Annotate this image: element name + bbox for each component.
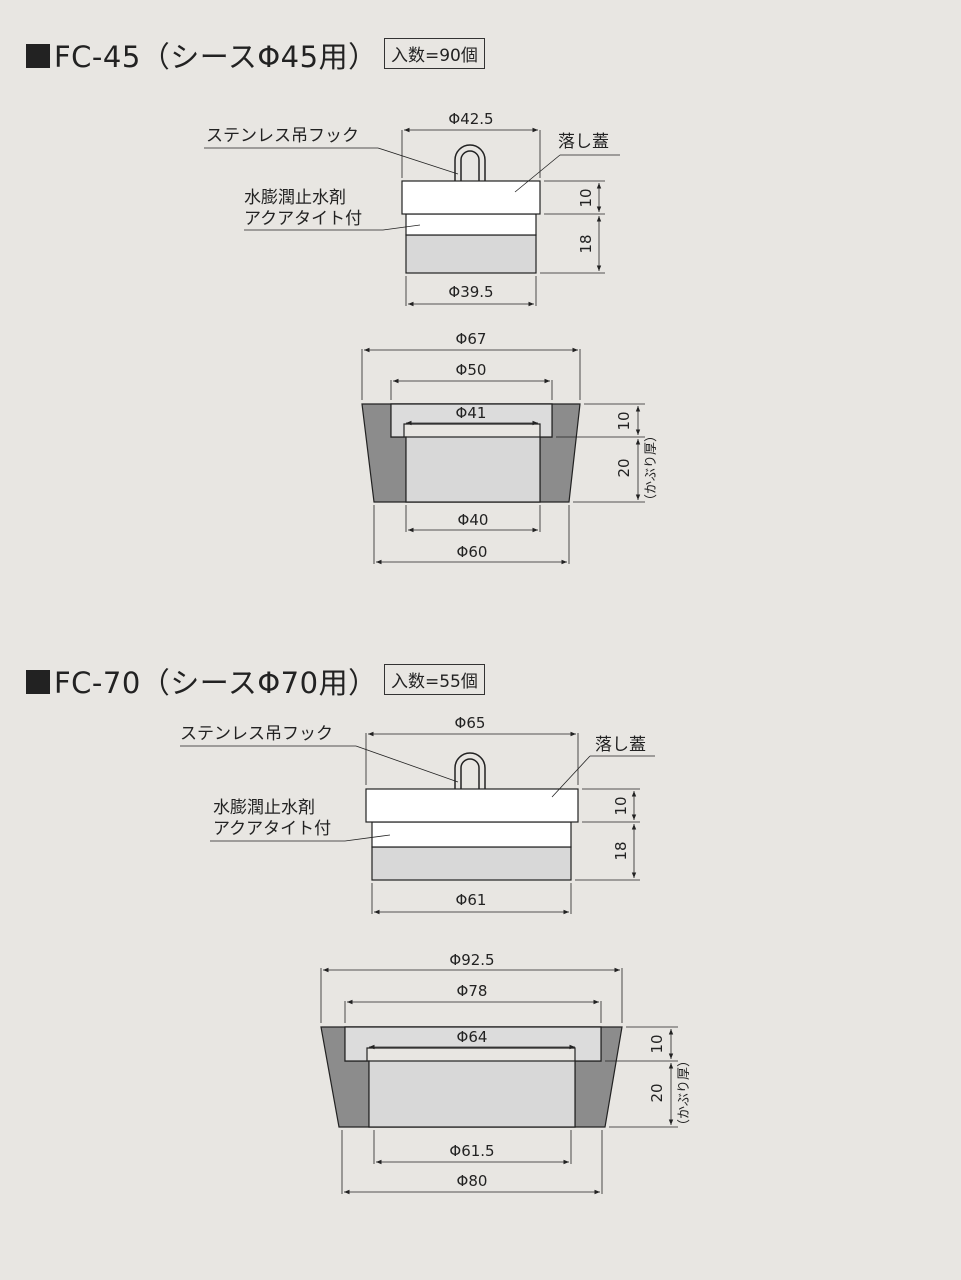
fc45-dim-h1: 10: [615, 411, 633, 430]
fc45-water-label-2: アクアタイト付: [244, 209, 362, 229]
square-bullet-icon: [26, 44, 50, 68]
fc70-dim-phi-bottom-outer: Φ80: [457, 1172, 488, 1190]
fc70-dim-phi-inner: Φ64: [457, 1028, 488, 1046]
fc45-dim-phi-bottom-inner: Φ40: [458, 511, 489, 529]
fc70-body: [368, 1060, 576, 1128]
section-title-fc45: FC-45（シースΦ45用）: [26, 34, 378, 76]
fc70-dim-h2: 18: [612, 841, 630, 860]
fc45-lid-label: 落し蓋: [558, 132, 609, 152]
fc70-lid: [365, 788, 579, 823]
fc45-dim-phi-inner: Φ41: [456, 404, 487, 422]
fc70-dim-h1: 10: [612, 796, 630, 815]
fc45-lid: [401, 180, 541, 215]
count-badge-fc70: 入数=55個: [384, 664, 485, 695]
fc70-cross-drawing: [320, 967, 678, 1195]
fc45-cross-drawing: [361, 347, 645, 565]
fc45-dim-phi-outer-top: Φ67: [456, 330, 487, 348]
fc70-lid-label: 落し蓋: [595, 735, 646, 755]
hook-icon: [454, 144, 486, 181]
fc70-top-drawing: [180, 731, 655, 915]
fc70-dim-phi-bottom: Φ61: [456, 891, 487, 909]
fc45-dim-h1: 10: [577, 188, 595, 207]
fc70-top-labels: Φ65 Φ61 10 18 ステンレス吊フック 落し蓋 水膨潤止水剤 アクアタイ…: [180, 714, 646, 909]
fc45-water-band: [405, 213, 537, 236]
fc45-body: [405, 436, 541, 503]
fc70-cover-label: （かぶり厚）: [677, 1054, 692, 1132]
fc70-dim-h1: 10: [648, 1034, 666, 1053]
fc70-dim-phi-bottom-inner: Φ61.5: [449, 1142, 494, 1160]
fc45-cover-label: （かぶり厚）: [644, 429, 659, 507]
fc70-water-label-1: 水膨潤止水剤: [213, 798, 315, 818]
fc70-body-gray: [371, 846, 572, 881]
square-bullet-icon: [26, 670, 50, 694]
fc45-top-labels: Φ42.5 Φ39.5 10 18 ステンレス吊フック 落し蓋 水膨潤止水剤 ア…: [206, 110, 609, 301]
fc70-dim-phi-mid: Φ78: [457, 982, 488, 1000]
fc45-hook-label: ステンレス吊フック: [206, 126, 359, 146]
fc70-water-label-2: アクアタイト付: [213, 819, 331, 839]
fc45-body-gray: [405, 234, 537, 274]
fc45-cross-labels: Φ67 Φ50 Φ41 Φ40 Φ60 10 20 （かぶり厚）: [456, 330, 659, 561]
count-badge-fc45: 入数=90個: [384, 38, 485, 69]
fc45-dim-phi-bottom-outer: Φ60: [457, 543, 488, 561]
fc45-dim-phi-bottom: Φ39.5: [448, 283, 493, 301]
hook-icon: [454, 752, 486, 789]
fc70-water-band: [371, 821, 572, 848]
fc45-water-label-1: 水膨潤止水剤: [244, 188, 346, 208]
fc70-dim-phi-outer-top: Φ92.5: [449, 951, 494, 969]
fc70-cross-labels: Φ92.5 Φ78 Φ64 Φ61.5 Φ80 10 20 （かぶり厚）: [449, 951, 692, 1190]
fc70-dim-phi-top: Φ65: [455, 714, 486, 732]
fc70-dim-h2: 20: [648, 1083, 666, 1102]
fc45-dim-h2: 20: [615, 458, 633, 477]
fc45-dim-phi-top: Φ42.5: [448, 110, 493, 128]
section-title-fc70: FC-70（シースΦ70用）: [26, 660, 378, 702]
fc45-top-drawing: [204, 127, 620, 307]
fc45-dim-phi-mid: Φ50: [456, 361, 487, 379]
fc45-dim-h2: 18: [577, 234, 595, 253]
fc70-hook-label: ステンレス吊フック: [180, 724, 333, 744]
